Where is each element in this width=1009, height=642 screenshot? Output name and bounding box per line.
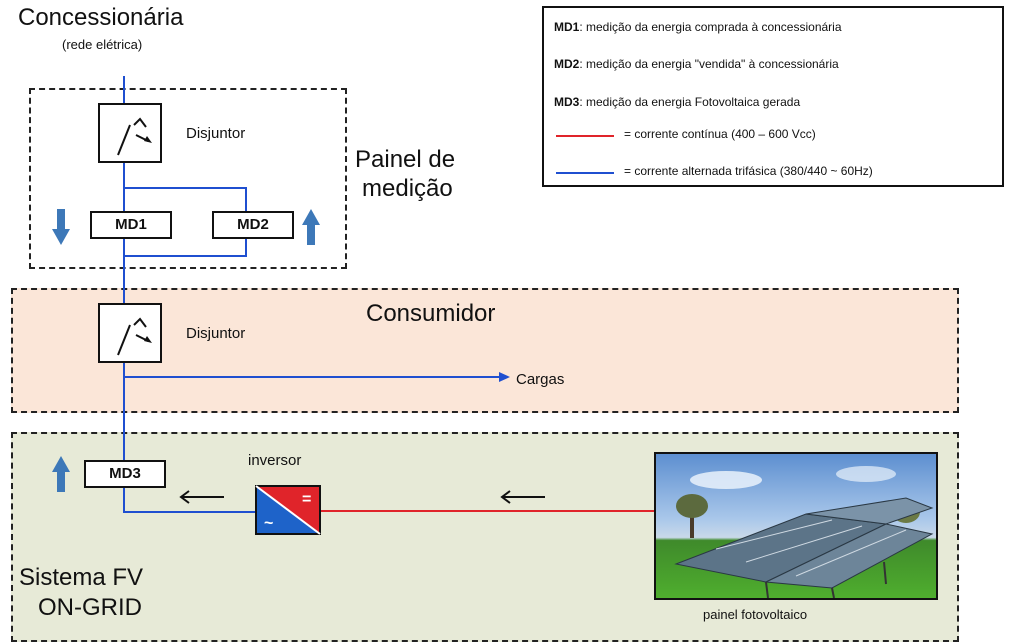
solar-panel-illustration <box>674 466 934 598</box>
loads-arrowhead <box>499 372 510 382</box>
legend-md1-text: : medição da energia comprada à concessi… <box>579 20 842 34</box>
legend-ac-swatch <box>556 172 614 174</box>
utility-title: Concessionária <box>18 4 184 31</box>
legend-row-md3: MD3: medição da energia Fotovoltaica ger… <box>554 95 800 109</box>
consumer-zone <box>11 288 959 413</box>
meter-md2: MD2 <box>212 211 294 239</box>
flow-arrow-left-icon <box>179 490 224 504</box>
svg-text:~: ~ <box>264 515 273 532</box>
legend-row-md1: MD1: medição da energia comprada à conce… <box>554 20 842 34</box>
meter-md1: MD1 <box>90 211 172 239</box>
legend-md1-code: MD1 <box>554 20 580 34</box>
legend-ac-text: = corrente alternada trifásica (380/440 … <box>624 164 873 178</box>
metering-panel-label-line1: Painel de <box>355 146 456 173</box>
legend-md3-code: MD3 <box>554 95 580 109</box>
arrow-up-icon <box>52 456 70 492</box>
breaker-consumer <box>98 303 162 363</box>
legend-md3-text: : medição da energia Fotovoltaica gerada <box>579 95 801 109</box>
arrow-up-icon <box>302 209 320 245</box>
flow-arrow-left-icon <box>500 490 545 504</box>
breaker-symbol-icon <box>117 317 152 356</box>
arrow-down-icon <box>52 209 70 245</box>
solar-panel-caption: painel fotovoltaico <box>703 607 808 622</box>
pv-system-title-line1: Sistema FV <box>19 564 144 591</box>
breaker-symbol-icon <box>117 117 152 156</box>
breaker-consumer-label: Disjuntor <box>186 325 246 342</box>
inverter-icon: = ~ <box>255 485 321 535</box>
utility-subtitle: (rede elétrica) <box>62 37 143 52</box>
solar-panel-image <box>654 452 938 600</box>
legend-dc-swatch <box>556 135 614 137</box>
metering-panel-label-line2: medição <box>362 175 453 202</box>
legend-dc-text: = corrente contínua (400 – 600 Vcc) <box>624 127 816 141</box>
legend-row-md2: MD2: medição da energia "vendida" à conc… <box>554 57 839 71</box>
metering-panel-zone <box>29 88 347 269</box>
consumer-title: Consumidor <box>366 300 496 327</box>
meter-md3: MD3 <box>84 460 166 488</box>
legend-md2-code: MD2 <box>554 57 580 71</box>
breaker-metering-panel-label: Disjuntor <box>186 125 246 142</box>
svg-text:=: = <box>302 491 311 508</box>
loads-label: Cargas <box>516 371 565 388</box>
legend-box: MD1: medição da energia comprada à conce… <box>542 6 1004 187</box>
breaker-metering-panel <box>98 103 162 163</box>
inverter-label: inversor <box>248 452 302 469</box>
legend-md2-text: : medição da energia "vendida" à concess… <box>579 57 839 71</box>
pv-system-title-line2: ON-GRID <box>38 594 142 621</box>
